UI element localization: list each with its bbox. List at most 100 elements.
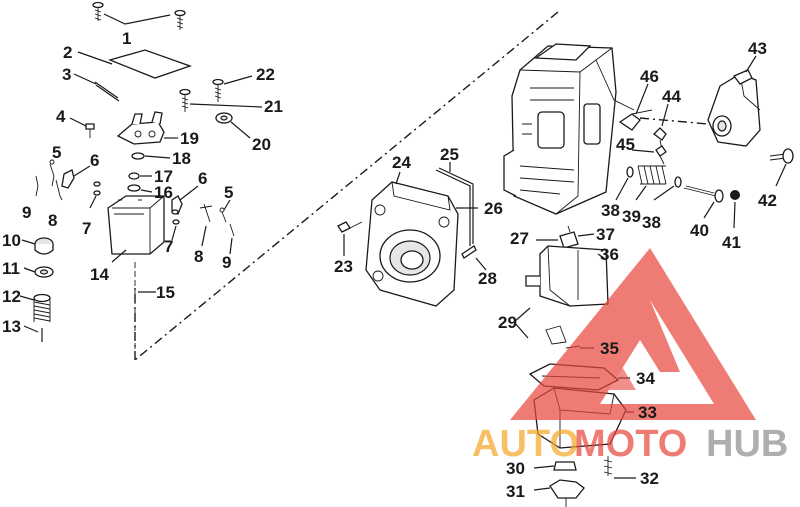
callout-30: 30: [506, 459, 525, 478]
callout-20: 20: [252, 135, 271, 154]
part-washer-20: [215, 112, 251, 139]
callout-8-left: 8: [48, 211, 57, 230]
callout-29: 29: [498, 313, 517, 332]
part-solenoid-block-14: [107, 195, 165, 263]
part-pin-9-left: [35, 175, 39, 197]
callout-33: 33: [638, 403, 657, 422]
part-nut-7-left: [89, 181, 101, 209]
callout-40: 40: [690, 221, 709, 240]
callout-1: 1: [122, 29, 131, 48]
callout-9-left: 9: [22, 203, 31, 222]
part-pin-5-right: [219, 199, 231, 223]
part-washer-38-left: [615, 166, 634, 201]
callout-36: 36: [600, 245, 619, 264]
callout-14: 14: [90, 265, 109, 284]
callout-15: 15: [156, 283, 175, 302]
callout-11: 11: [2, 259, 20, 278]
part-drain-plug-31: [533, 479, 585, 507]
callout-7-right: 7: [164, 237, 173, 256]
callout-18: 18: [172, 149, 191, 168]
callout-19: 19: [180, 129, 199, 148]
part-pin-13: [23, 325, 43, 342]
callout-32: 32: [640, 469, 659, 488]
callout-17: 17: [154, 167, 173, 186]
part-spring-12: [19, 293, 51, 322]
part-nut-18: [131, 152, 171, 160]
callout-16: 16: [154, 183, 173, 202]
part-screws-1: [92, 1, 186, 30]
part-screw-21: [179, 88, 263, 112]
part-rod-15: [134, 262, 156, 356]
part-cover-24: [365, 171, 459, 307]
callout-28: 28: [478, 269, 497, 288]
leader-line: [73, 73, 97, 85]
callout-42: 42: [758, 191, 777, 210]
part-link-8-left: [55, 179, 63, 201]
callout-38-right: 38: [642, 213, 661, 232]
part-washer-11: [23, 266, 54, 278]
part-fitting-46: [618, 83, 653, 131]
callout-46: 46: [640, 67, 659, 86]
callout-9-right: 9: [222, 253, 231, 272]
part-valve-37: [536, 225, 595, 249]
callout-2: 2: [63, 43, 72, 62]
part-float-36: [525, 245, 609, 307]
callout-8-right: 8: [194, 247, 203, 266]
callout-4: 4: [56, 107, 66, 126]
part-screw-4: [69, 117, 95, 138]
callout-44: 44: [662, 87, 681, 106]
part-washer-16: [127, 184, 153, 193]
part-cap-10: [21, 237, 54, 255]
part-screw-22: [212, 75, 253, 102]
callout-35: 35: [600, 339, 619, 358]
callout-6-right: 6: [198, 169, 207, 188]
callout-39: 39: [622, 207, 641, 226]
callout-45: 45: [616, 135, 635, 154]
leader-line: [513, 307, 531, 339]
part-clip-6-left: [61, 165, 91, 189]
callout-37: 37: [596, 225, 615, 244]
part-cover-plate-2: [107, 49, 192, 79]
part-screw-23: [337, 221, 363, 256]
callout-38-left: 38: [601, 201, 620, 220]
part-throttle-lever-43: [639, 55, 761, 147]
callout-21: 21: [264, 97, 283, 116]
watermark-logo: AUTO MOTO HUB: [472, 248, 788, 465]
callout-23: 23: [334, 257, 353, 276]
callout-31: 31: [506, 482, 525, 501]
callout-3: 3: [62, 65, 71, 84]
watermark-word-auto: AUTO: [472, 423, 579, 465]
part-pin-28: [461, 245, 487, 271]
part-link-8-right: [199, 203, 213, 247]
callout-27: 27: [510, 229, 529, 248]
part-spring-39: [635, 165, 667, 201]
callout-12: 12: [2, 287, 21, 306]
callout-6-left: 6: [90, 151, 99, 170]
part-washer-38-right: [653, 176, 682, 201]
part-screw-42: [769, 148, 794, 187]
callout-43: 43: [748, 39, 767, 58]
part-screw-40: [683, 185, 724, 219]
callout-26: 26: [484, 199, 503, 218]
part-washer-17: [128, 172, 152, 180]
callout-34: 34: [636, 369, 655, 388]
callout-25: 25: [440, 145, 459, 164]
leader-line: [77, 51, 113, 65]
callout-5-left: 5: [52, 143, 61, 162]
part-bracket-19: [116, 111, 178, 145]
part-wire-3: [94, 81, 120, 102]
callout-24: 24: [392, 153, 411, 172]
callout-22: 22: [256, 65, 275, 84]
part-screw-44: [653, 103, 669, 151]
callout-5-right: 5: [224, 183, 233, 202]
watermark-word-hub: HUB: [706, 423, 788, 465]
part-washer-30: [533, 461, 577, 471]
watermark-word-moto: MOTO: [574, 423, 687, 465]
section-divider-line: [134, 11, 559, 361]
part-nut-7-right: [171, 209, 180, 241]
callout-10: 10: [2, 231, 21, 250]
callout-13: 13: [2, 317, 21, 336]
part-screw-45: [631, 145, 667, 165]
